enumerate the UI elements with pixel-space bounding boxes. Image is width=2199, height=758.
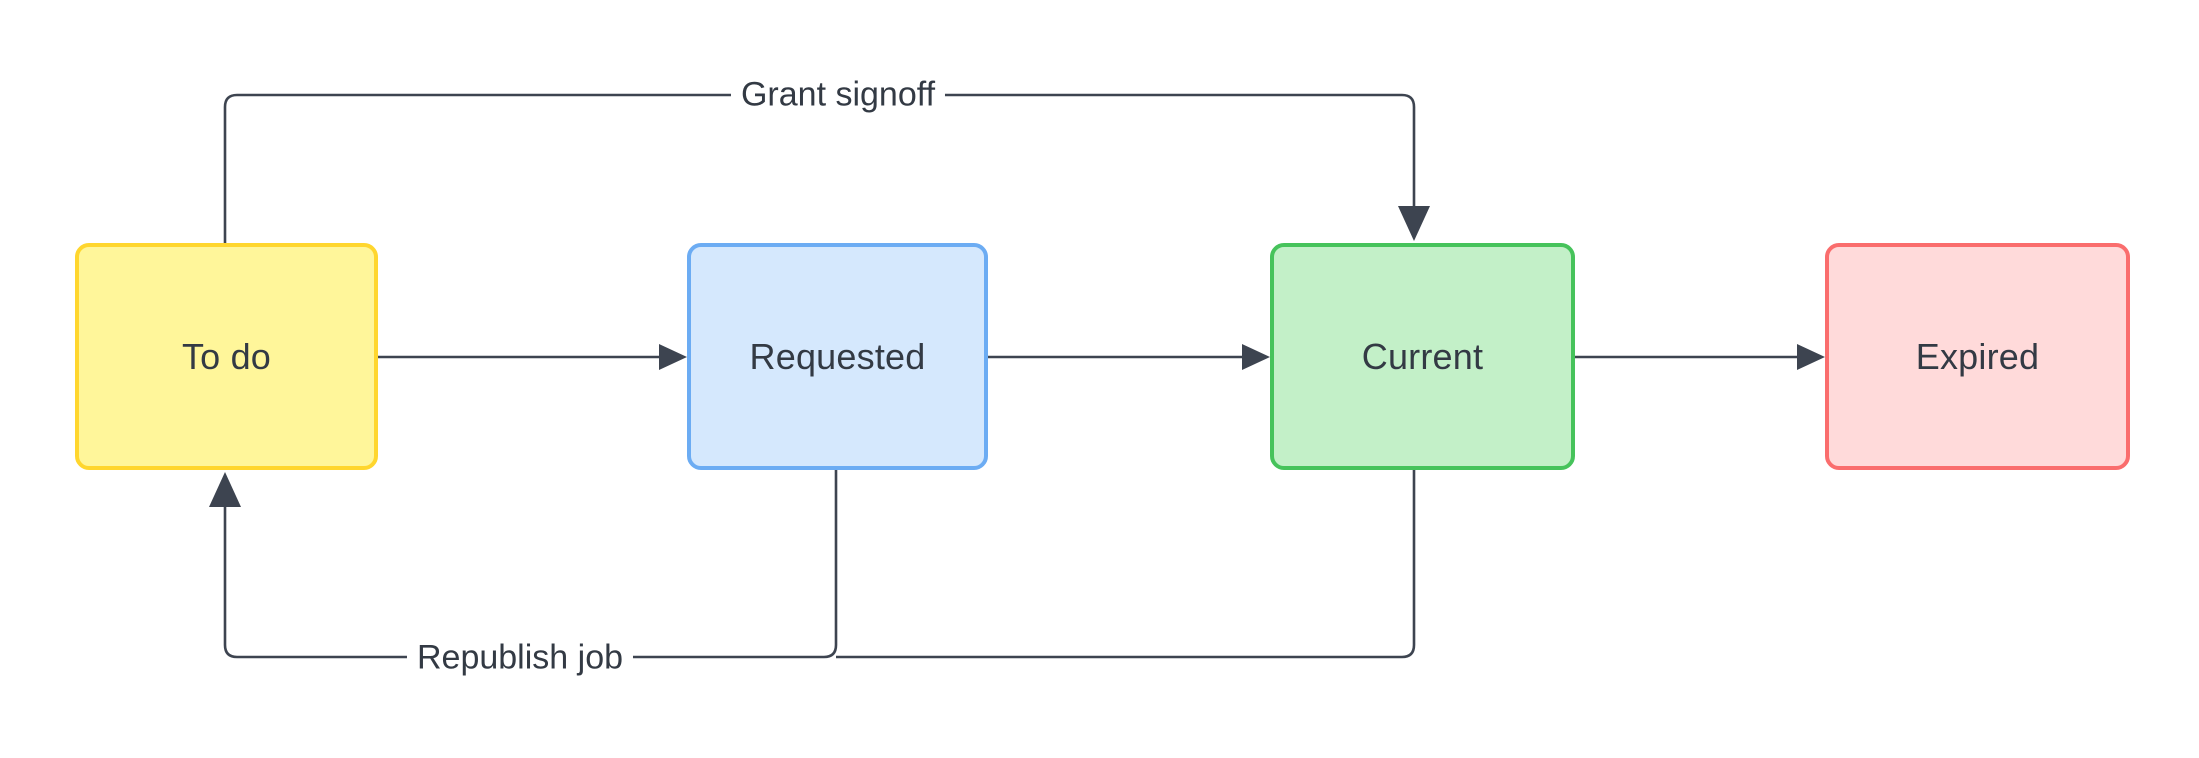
edge-republish-job-current[interactable] [836, 470, 1416, 659]
node-current[interactable]: Current [1270, 243, 1575, 470]
node-current-label: Current [1361, 335, 1484, 377]
edge-label-republish-job: Republish job [406, 638, 634, 678]
edge-republish-job-requested[interactable] [209, 470, 838, 659]
node-todo-label: To do [181, 335, 272, 377]
edge-label-grant-signoff: Grant signoff [730, 75, 946, 115]
edge-requested-current[interactable] [988, 344, 1270, 370]
edge-grant-signoff[interactable] [223, 93, 1430, 243]
node-todo[interactable]: To do [75, 243, 378, 470]
node-expired[interactable]: Expired [1825, 243, 2130, 470]
edge-current-expired[interactable] [1575, 344, 1825, 370]
node-requested-label: Requested [749, 335, 926, 377]
edge-todo-requested[interactable] [378, 344, 687, 370]
node-requested[interactable]: Requested [687, 243, 988, 470]
node-expired-label: Expired [1915, 335, 2040, 377]
